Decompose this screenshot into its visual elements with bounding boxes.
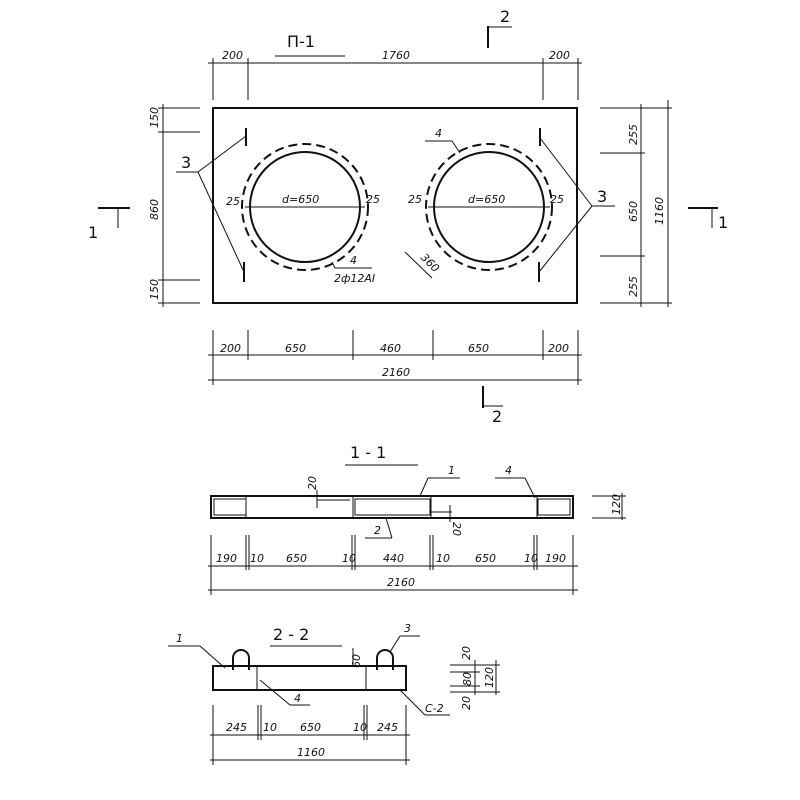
dimension-label: 4 [505,464,512,477]
section-1-1: 1 - 1 1 4 2 20 20 120 190 10 650 10 440 [208,443,626,595]
dimension-label: 150 [148,107,161,128]
dimension-label: 10 [436,552,450,565]
dimension-label: 20 [460,696,473,710]
dimension-label: 440 [383,552,404,565]
lifting-loops-plan: 3 3 [176,128,615,282]
dimension-label: 4 [350,254,357,267]
dimension-label: 245 [377,721,398,734]
dimension-label: 650 [285,342,306,355]
dimension-label: 20 [450,522,463,536]
hole-right: d=650 25 25 [408,143,564,271]
dimension-label: 10 [263,721,277,734]
dimension-label: 200 [548,342,569,355]
dimension-label: 25 [550,193,564,206]
dimension-label: 200 [220,342,241,355]
dimension-label: 1 [88,223,98,242]
dimension-label: d=650 [468,193,505,206]
dimension-label: 255 [627,276,640,297]
dimension-label: 1760 [382,49,410,62]
dimension-label: 200 [549,49,570,62]
dimension-label: 255 [627,124,640,145]
dimension-label: 360 [418,251,442,275]
section-2-2-dims: 245 10 650 10 245 1160 [210,705,410,765]
plate-outline [212,107,578,304]
dimension-label: 4 [294,692,301,705]
section-mark-2-top: 2 [487,7,512,48]
section-mark-2-bottom: 2 [482,386,503,426]
section-2-2-title: 2 - 2 [273,625,309,644]
callouts-4: 4 4 2ф12AI 360 [331,127,461,285]
dimension-label: 650 [286,552,307,565]
section-2-2-side-dims: 20 80 20 120 [450,646,500,710]
dimension-label: С-2 [425,702,444,715]
dimension-label: d=650 [282,193,319,206]
dimension-label: 1160 [653,197,666,225]
dimension-label: 150 [148,279,161,300]
dimension-label: 2ф12AI [334,272,375,285]
dimension-label: 10 [342,552,356,565]
dimension-label: 2 [374,524,381,537]
dimension-label: 2 [492,407,502,426]
dimension-label: 25 [366,193,380,206]
dimension-label: 3 [404,622,411,635]
dimension-label: 200 [222,49,243,62]
top-dimensions: 200 1760 200 [208,49,582,100]
section-mark-1: 1 1 [88,207,728,242]
plan-title: П-1 [287,32,315,51]
dimension-label: 1 [718,213,728,232]
dimension-label: 4 [435,127,442,140]
dimension-label: 650 [627,201,640,222]
dimension-label: 60 [350,654,363,668]
section-1-1-title: 1 - 1 [350,443,386,462]
plan-view: П-1 2 200 1760 200 150 860 150 [88,7,728,426]
dimension-label: 460 [380,342,401,355]
dimension-label: 1 [448,464,455,477]
dimension-label: 25 [408,193,422,206]
dimension-label: 1160 [297,746,325,759]
dimension-label: 2160 [387,576,415,589]
dimension-label: 650 [300,721,321,734]
dimension-label: 1 [176,632,183,645]
dimension-label: 2160 [382,366,410,379]
dimension-label: 20 [460,646,473,660]
dimension-label: 860 [148,199,161,220]
left-dimensions: 150 860 150 [148,104,200,307]
dimension-label: 25 [226,195,240,208]
dimension-label: 10 [353,721,367,734]
dimension-label: 120 [610,494,623,515]
dimension-label: 20 [306,476,319,490]
dimension-label: 2 [500,7,510,26]
dimension-label: 80 [461,672,474,686]
dimension-label: 3 [597,187,607,206]
section-1-1-dims: 190 10 650 10 440 10 650 10 190 2160 [208,535,578,595]
dimension-label: 190 [216,552,237,565]
dimension-label: 3 [181,153,191,172]
dimension-label: 650 [475,552,496,565]
hole-left: d=650 25 25 [226,143,380,271]
dimension-label: 10 [250,552,264,565]
bottom-dimensions: 200 650 460 650 200 2160 [208,330,582,385]
dimension-label: 245 [226,721,247,734]
dimension-label: 120 [483,667,496,688]
section-2-2: 2 - 2 1 3 4 С-2 60 20 80 20 120 245 [168,622,500,765]
right-dimensions: 255 650 255 1160 [600,100,672,307]
dimension-label: 190 [545,552,566,565]
dimension-label: 650 [468,342,489,355]
dimension-label: 10 [524,552,538,565]
